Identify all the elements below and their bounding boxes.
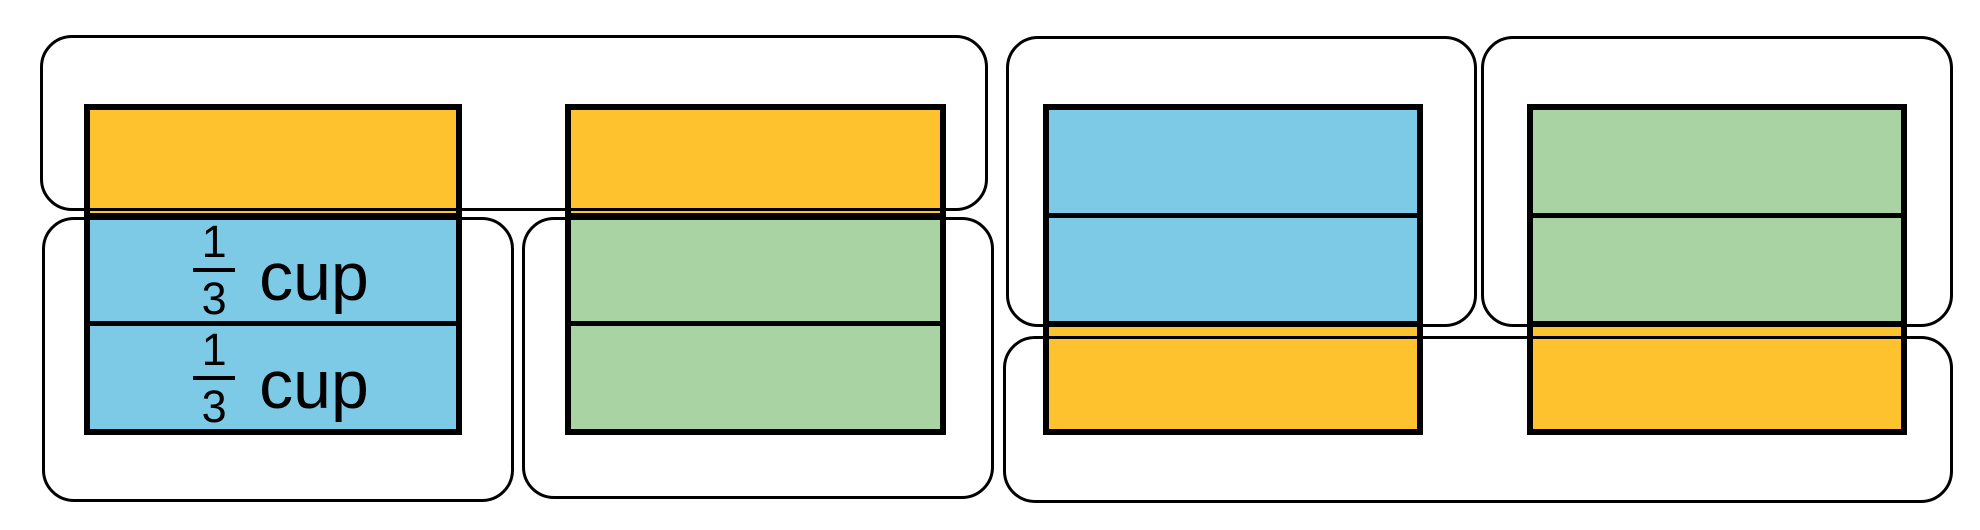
fraction-numerator: 1 (201, 215, 227, 267)
fraction-denominator: 3 (201, 380, 227, 432)
fraction-one-third: 1 3 (193, 215, 236, 324)
one-third-cup-label: 1 3 cup (193, 327, 369, 429)
stack-4-cell-1 (1533, 110, 1901, 213)
fraction-denominator: 3 (201, 272, 227, 324)
stack-4-cell-3 (1533, 321, 1901, 429)
tape-stack-1: 1 3 cup 1 3 cup (84, 104, 462, 435)
stack-2-cell-3 (571, 321, 940, 429)
stack-4-cell-2 (1533, 213, 1901, 321)
unit-text: cup (259, 346, 369, 423)
fraction-bar (193, 375, 236, 380)
tape-stack-4 (1527, 104, 1907, 435)
stack-3-cell-2 (1049, 213, 1417, 321)
stack-2-cell-1 (571, 110, 940, 213)
one-third-cup-label: 1 3 cup (193, 219, 369, 321)
tape-stack-3 (1043, 104, 1423, 435)
tape-stack-2 (565, 104, 946, 435)
stack-3-cell-3 (1049, 321, 1417, 429)
fraction-bar (193, 267, 236, 272)
unit-text: cup (259, 238, 369, 315)
fraction-one-third: 1 3 (193, 323, 236, 432)
stack-1-cell-1 (90, 110, 456, 213)
stack-3-cell-1 (1049, 110, 1417, 213)
fraction-numerator: 1 (201, 323, 227, 375)
stack-1-cell-3: 1 3 cup (90, 321, 456, 429)
stack-2-cell-2 (571, 213, 940, 321)
stack-1-cell-2: 1 3 cup (90, 213, 456, 321)
